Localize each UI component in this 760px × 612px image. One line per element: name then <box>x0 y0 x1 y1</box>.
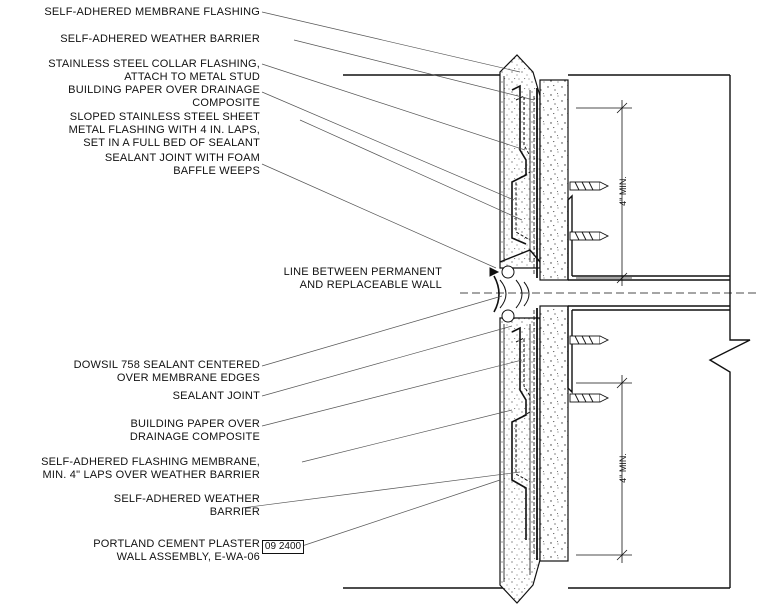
callout-sealant-foam: SEALANT JOINT WITH FOAM BAFFLE WEEPS <box>105 152 260 178</box>
dimension-label-lower: 4" MIN. <box>617 453 628 483</box>
dimension-label-upper: 4" MIN. <box>617 176 628 206</box>
leader-lines <box>241 11 535 547</box>
spec-section-tag: 09 2400 <box>262 540 304 554</box>
sealant-joint-detail <box>489 265 530 323</box>
callout-text: OVER MEMBRANE EDGES <box>116 372 260 384</box>
callout-text: SEALANT JOINT <box>172 390 260 402</box>
callout-text: SELF-ADHERED MEMBRANE FLASHING <box>44 6 260 18</box>
callout-plaster-assembly: PORTLAND CEMENT PLASTER WALL ASSEMBLY, E… <box>93 538 260 564</box>
callout-text: DOWSIL 758 SEALANT CENTERED <box>73 359 260 371</box>
callout-weather-barrier-top: SELF-ADHERED WEATHER BARRIER <box>60 33 260 46</box>
screw-fasteners <box>569 181 610 403</box>
callout-text: SET IN A FULL BED OF SEALANT <box>83 137 260 149</box>
callout-text: AND REPLACEABLE WALL <box>299 279 442 291</box>
callout-membrane-flashing: SELF-ADHERED MEMBRANE FLASHING <box>44 6 260 19</box>
steel-stud-framing <box>567 74 751 589</box>
callout-weather-barrier-bottom: SELF-ADHERED WEATHER BARRIER <box>114 493 260 519</box>
callout-text: SELF-ADHERED FLASHING MEMBRANE, <box>41 456 260 468</box>
callout-line-between: LINE BETWEEN PERMANENT AND REPLACEABLE W… <box>284 266 442 292</box>
callout-text: SELF-ADHERED WEATHER BARRIER <box>60 33 260 45</box>
callout-text: WALL ASSEMBLY, E-WA-06 <box>116 551 260 563</box>
callout-text: DRAINAGE COMPOSITE <box>129 431 260 443</box>
callout-building-paper-top: BUILDING PAPER OVER DRAINAGE COMPOSITE <box>68 84 260 110</box>
callout-text: METAL FLASHING WITH 4 IN. LAPS, <box>68 124 260 136</box>
callout-sloped-flashing: SLOPED STAINLESS STEEL SHEET METAL FLASH… <box>69 111 260 150</box>
callout-text: BUILDING PAPER OVER DRAINAGE <box>68 84 260 96</box>
callout-text: LINE BETWEEN PERMANENT <box>283 266 442 278</box>
callout-text: BARRIER <box>209 506 260 518</box>
callout-text: SLOPED STAINLESS STEEL SHEET <box>69 111 260 123</box>
callout-flashing-membrane: SELF-ADHERED FLASHING MEMBRANE, MIN. 4" … <box>41 456 260 482</box>
callout-text: COMPOSITE <box>192 97 260 109</box>
callout-building-paper-bottom: BUILDING PAPER OVER DRAINAGE COMPOSITE <box>130 418 260 444</box>
callout-dowsil: DOWSIL 758 SEALANT CENTERED OVER MEMBRAN… <box>74 359 260 385</box>
callout-text: SELF-ADHERED WEATHER <box>113 493 260 505</box>
wall-boundary-lines <box>343 74 505 589</box>
callout-text: BUILDING PAPER OVER <box>130 418 260 430</box>
dimension-lines <box>576 100 632 563</box>
callout-text: PORTLAND CEMENT PLASTER <box>93 538 260 550</box>
callout-text: ATTACH TO METAL STUD <box>124 71 260 83</box>
callout-text: BAFFLE WEEPS <box>173 165 260 177</box>
callout-text: MIN. 4" LAPS OVER WEATHER BARRIER <box>42 469 260 481</box>
callout-text: STAINLESS STEEL COLLAR FLASHING, <box>48 58 260 70</box>
callout-text: SEALANT JOINT WITH FOAM <box>104 152 260 164</box>
callout-sealant-joint: SEALANT JOINT <box>173 390 260 403</box>
callout-collar-flashing: STAINLESS STEEL COLLAR FLASHING, ATTACH … <box>48 58 260 84</box>
sheathing-layers <box>533 79 569 562</box>
